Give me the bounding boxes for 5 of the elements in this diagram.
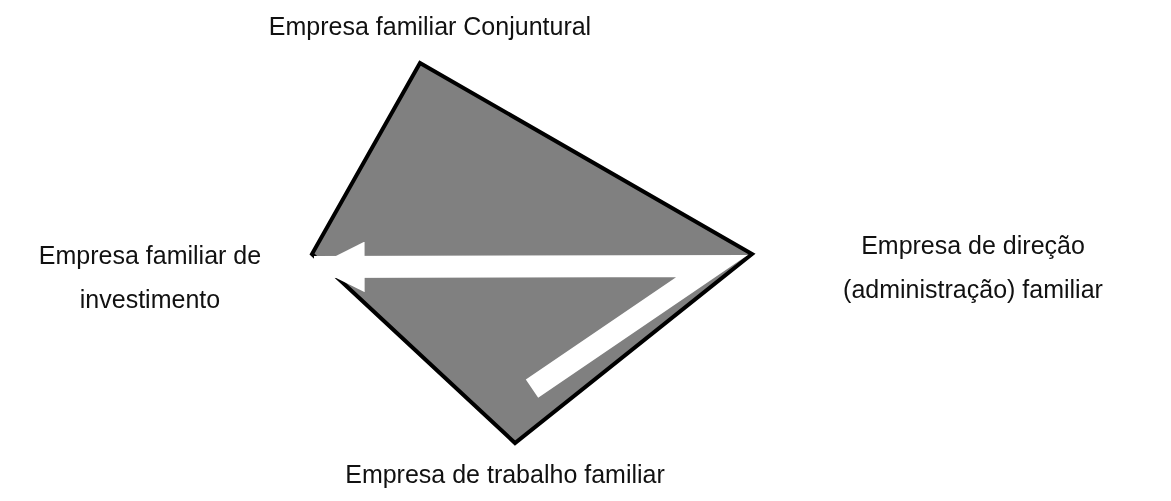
corner-label: Empresa de direção (administração) familiar (842, 230, 1104, 305)
corner-label: Empresa de trabalho familiar (344, 459, 666, 490)
bent-arrow (313, 241, 748, 398)
corner-label: Empresa familiar de investimento (37, 240, 263, 315)
corner-label: Empresa familiar Conjuntural (267, 11, 593, 42)
